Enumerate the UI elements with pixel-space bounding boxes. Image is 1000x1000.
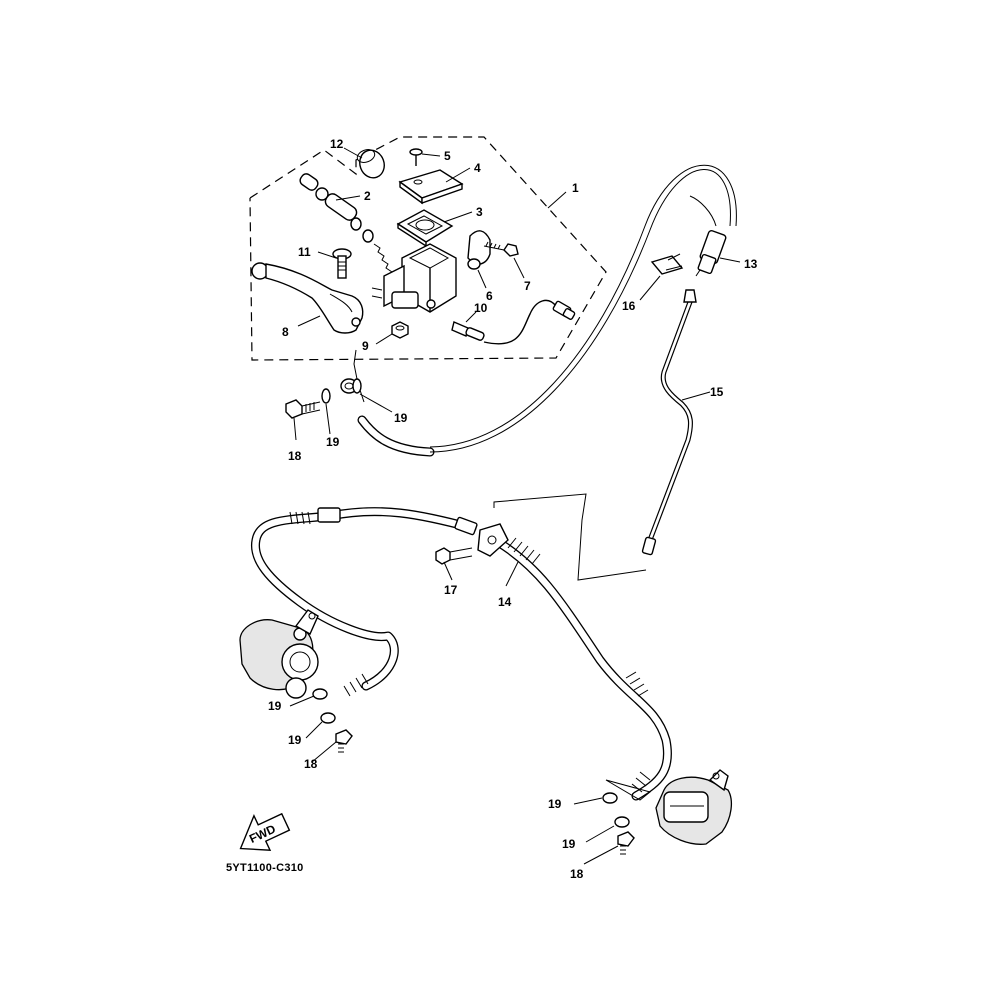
brake-lever-part	[251, 262, 364, 334]
right-caliper-part	[605, 769, 733, 845]
callout-19-upper-a: 19	[326, 435, 340, 449]
left-caliper-part	[239, 609, 319, 699]
callout-19-upper-b: 19	[394, 411, 408, 425]
callout-1: 1	[572, 181, 579, 195]
callout-14: 14	[498, 595, 512, 609]
callout-3: 3	[476, 205, 483, 219]
master-cylinder-group-outline	[249, 136, 607, 361]
diagram-code: 5YT1100-C310	[226, 862, 304, 874]
callout-13: 13	[744, 257, 758, 271]
callout-7: 7	[524, 279, 531, 293]
callout-19-right-a: 19	[548, 797, 562, 811]
callout-4: 4	[474, 161, 481, 175]
hose-joint-part	[435, 523, 509, 565]
reference-bracket	[493, 493, 647, 581]
callout-17: 17	[444, 583, 458, 597]
callout-18-right: 18	[570, 867, 584, 881]
upper-union-bolt-part	[285, 399, 321, 419]
callout-19-right-b: 19	[562, 837, 576, 851]
callout-15: 15	[710, 385, 724, 399]
cover-screw-part	[409, 148, 423, 166]
callout-18-upper: 18	[288, 449, 302, 463]
fwd-arrow-icon: FWD	[239, 812, 291, 851]
left-caliper-fasteners-part	[312, 688, 353, 753]
callout-19-left-b: 19	[288, 733, 302, 747]
lever-pivot-bolt-part	[332, 248, 352, 279]
boot-part	[356, 149, 385, 179]
callout-16: 16	[622, 299, 636, 313]
clip-part	[650, 253, 684, 275]
callout-12: 12	[330, 137, 344, 151]
upper-washers-part	[321, 378, 362, 404]
callout-18-left: 18	[304, 757, 318, 771]
holder-bolt-part	[483, 241, 519, 257]
callout-2: 2	[364, 189, 371, 203]
callout-6: 6	[486, 289, 493, 303]
piston-kit-part	[299, 173, 393, 273]
brake-switch-part	[451, 299, 576, 345]
callouts: 1 2 3 4 5 6 7 8 9 10 11 12 13 14 15 16 1…	[268, 137, 758, 881]
reservoir-cap-part	[398, 169, 464, 205]
brake-pipe-part	[641, 289, 697, 556]
leader-lines	[289, 147, 741, 865]
lower-brake-hose-part	[250, 507, 672, 801]
rear-brake-switch-part	[689, 195, 727, 277]
callout-19-left-a: 19	[268, 699, 282, 713]
callout-8: 8	[282, 325, 289, 339]
callout-11: 11	[298, 245, 311, 259]
holder-part	[467, 230, 491, 270]
diaphragm-part	[396, 209, 454, 248]
callout-9: 9	[362, 339, 369, 353]
callout-10: 10	[474, 301, 488, 315]
lever-nut-part	[391, 321, 409, 339]
right-caliper-fasteners-part	[602, 792, 635, 855]
callout-5: 5	[444, 149, 451, 163]
master-cylinder-body-part	[371, 243, 457, 313]
